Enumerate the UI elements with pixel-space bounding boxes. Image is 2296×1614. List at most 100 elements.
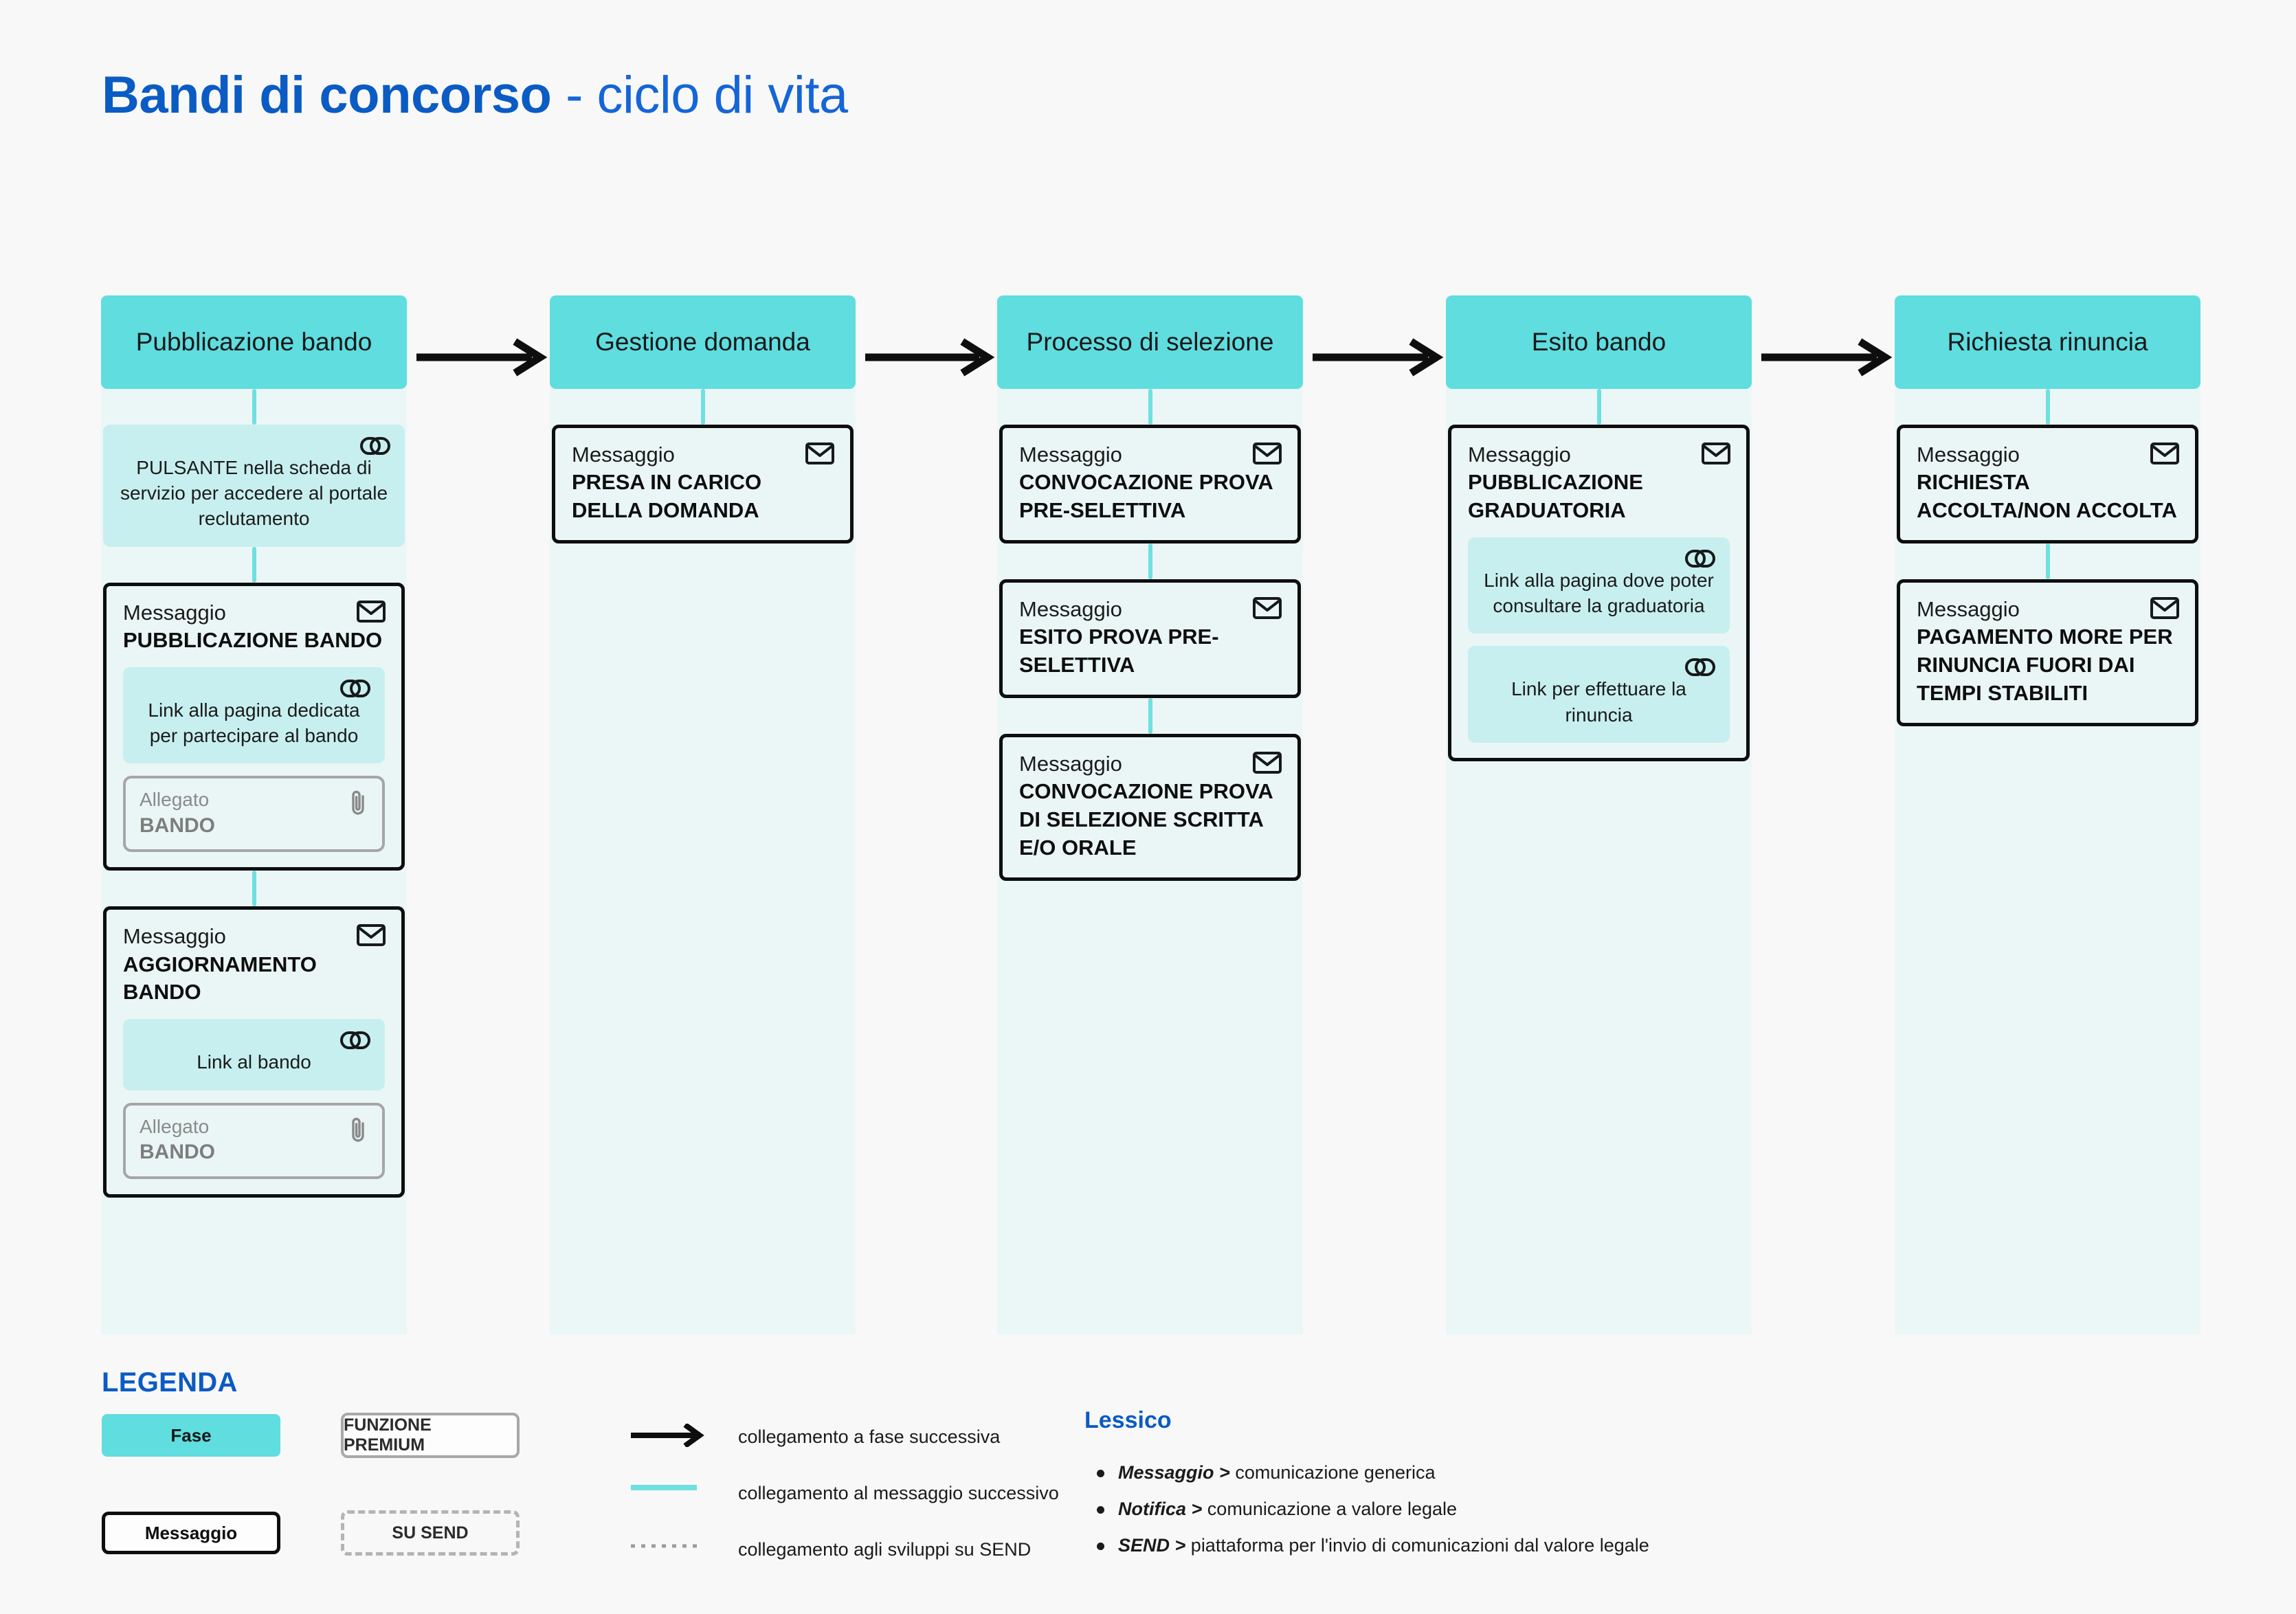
message-subject: AGGIORNAMENTO BANDO (123, 952, 317, 1005)
page-title-strong: Bandi di concorso (102, 66, 552, 124)
link-chip[interactable]: Link per effettuare la rinuncia (1468, 646, 1730, 743)
phase-header[interactable]: Gestione domanda (550, 295, 856, 389)
message-connector (1148, 698, 1152, 734)
arrow-right-icon (865, 338, 995, 377)
message-subject: PAGAMENTO MORE PER RINUNCIA FUORI DAI TE… (1917, 625, 2173, 705)
solid-arrow-icon (631, 1422, 704, 1448)
envelope-icon (805, 442, 834, 464)
paperclip-icon (352, 1117, 364, 1142)
link-chip-label: Link alla pagina dove poter consultare l… (1484, 570, 1714, 617)
message-kicker: Messaggio (572, 442, 675, 467)
arrow-right-icon (416, 338, 548, 377)
message-connector (252, 389, 256, 425)
attachment-label: Allegato (140, 789, 210, 811)
message-kicker: Messaggio (1917, 597, 2020, 621)
lexicon-item: Notifica > comunicazione a valore legale (1097, 1500, 1457, 1518)
phase-block-stack: PULSANTE nella scheda di servizio per ac… (101, 389, 407, 1198)
page-title-light: - ciclo di vita (551, 66, 848, 124)
message-connector (1148, 389, 1152, 425)
message-kicker: Messaggio (123, 600, 226, 625)
phase-header-label: Pubblicazione bando (135, 328, 372, 356)
teal-line-icon (631, 1485, 697, 1490)
paperclip-icon (352, 791, 364, 815)
envelope-icon (1253, 442, 1282, 464)
lexicon-item: Messaggio > comunicazione generica (1097, 1464, 1436, 1482)
lexicon-definition: comunicazione a valore legale (1207, 1499, 1458, 1519)
bullet-icon (1097, 1543, 1104, 1551)
message-kicker: Messaggio (123, 924, 226, 949)
link-chip[interactable]: Link al bando (123, 1019, 385, 1090)
phase-header-label: Esito bando (1531, 328, 1667, 356)
legend-swatch-phase-label: Fase (170, 1424, 212, 1446)
envelope-icon (357, 600, 386, 623)
lexicon-item: SEND > piattaforma per l'invio di comuni… (1097, 1536, 1649, 1555)
legend-line-label-1: collegamento al messaggio successivo (738, 1483, 1059, 1503)
phase-arrow-connector (407, 338, 550, 377)
link-chip-label: PULSANTE nella scheda di servizio per ac… (120, 457, 388, 530)
message-connector (2045, 389, 2050, 425)
lexicon-sep: > (1186, 1499, 1207, 1519)
phase-arrow-connector (856, 338, 997, 377)
envelope-icon (2150, 597, 2179, 619)
legend-swatch-message-label: Messaggio (144, 1522, 238, 1543)
legend-line-label-2: collegamento agli sviluppi su SEND (738, 1539, 1032, 1560)
message-subject: CONVOCAZIONE PROVA DI SELEZIONE SCRITTA … (1019, 779, 1273, 860)
legend-swatch-send-label: SU SEND (392, 1523, 469, 1543)
phase-header[interactable]: Processo di selezione (997, 295, 1303, 389)
message-subject: PUBBLICAZIONE GRADUATORIA (1468, 470, 1643, 523)
message-connector (2045, 543, 2050, 579)
message-kicker: Messaggio (1917, 442, 2020, 467)
message-subject: PUBBLICAZIONE BANDO (123, 627, 383, 652)
phase-header[interactable]: Esito bando (1446, 295, 1752, 389)
link-icon (1685, 550, 1715, 568)
message-connector (252, 546, 256, 583)
page-title: Bandi di concorso - ciclo di vita (102, 65, 848, 125)
lexicon-definition: piattaforma per l'invio di comunicazioni… (1190, 1535, 1649, 1556)
envelope-icon (2150, 442, 2179, 464)
message-kicker: Messaggio (1019, 597, 1122, 621)
envelope-icon (1702, 442, 1730, 464)
legend-swatch-send: SU SEND (341, 1510, 520, 1556)
link-icon (360, 437, 390, 455)
lexicon-term: SEND (1118, 1535, 1170, 1556)
link-chip[interactable]: Link alla pagina dedicata per partecipar… (123, 666, 385, 764)
link-chip[interactable]: Link alla pagina dove poter consultare l… (1468, 537, 1730, 634)
message-subject: RICHIESTA ACCOLTA/NON ACCOLTA (1917, 470, 2177, 523)
lexicon-term: Notifica (1118, 1499, 1187, 1519)
message-subject: ESITO PROVA PRE-SELETTIVA (1019, 625, 1219, 677)
link-icon (340, 679, 370, 697)
link-chip[interactable]: PULSANTE nella scheda di servizio per ac… (103, 425, 405, 547)
lexicon-term: Messaggio (1118, 1462, 1214, 1483)
legend-swatch-message: Messaggio (102, 1512, 280, 1554)
link-icon (1685, 658, 1715, 677)
message-connector (252, 871, 256, 907)
message-kicker: Messaggio (1019, 752, 1122, 776)
arrow-right-icon (1761, 338, 1893, 377)
lexicon-definition: comunicazione generica (1235, 1462, 1436, 1483)
phase-header[interactable]: Pubblicazione bando (101, 295, 407, 389)
message-connector (1148, 543, 1152, 579)
link-chip-label: Link al bando (197, 1051, 311, 1073)
message-connector (1596, 389, 1601, 425)
phase-arrow-connector (1752, 338, 1895, 377)
message-kicker: Messaggio (1019, 442, 1122, 467)
dotted-line-icon (631, 1544, 697, 1548)
phase-header[interactable]: Richiesta rinuncia (1895, 295, 2200, 389)
attachment-label: Allegato (140, 1115, 210, 1137)
